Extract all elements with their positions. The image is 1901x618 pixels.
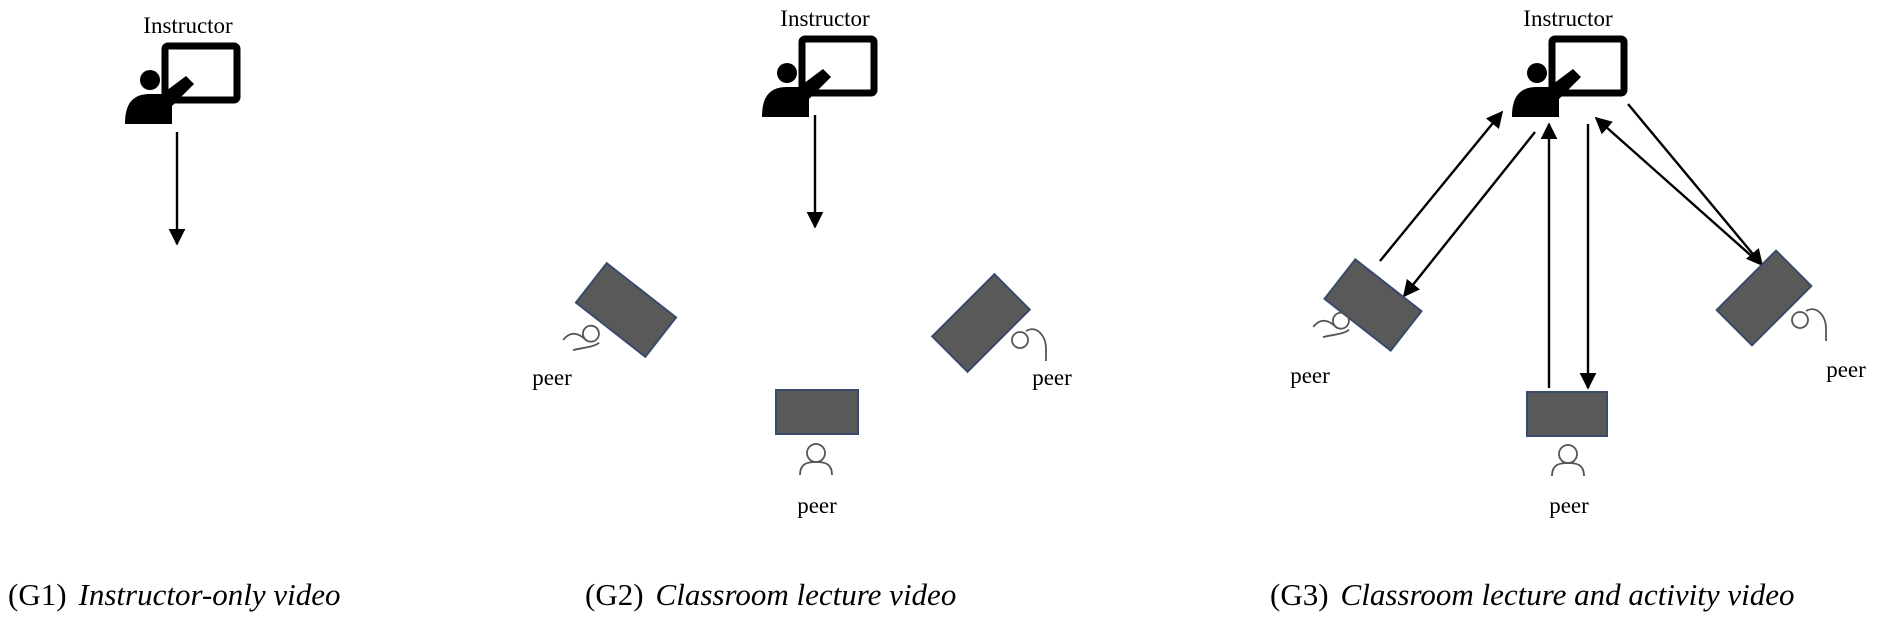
peer-person-icon [1312,311,1350,339]
arrow-to-peer [1627,103,1764,267]
peer-person-icon [1011,328,1047,361]
instructor-label: Instructor [143,13,233,38]
peer-label: peer [1032,365,1072,390]
caption-title: Instructor-only video [78,577,341,612]
desk-icon [930,272,1032,374]
arrow-to-instructor [1594,116,1757,261]
caption-prefix: (G1) [8,577,67,612]
caption-prefix: (G3) [1270,577,1329,612]
peer-label: peer [1290,363,1330,388]
caption-g2: (G2) Classroom lecture video [585,577,956,612]
peer-person-icon [562,324,600,352]
desk-icon [1323,258,1423,352]
panel-g1: Instructor [125,13,237,246]
desk-icon [574,261,678,359]
desk-icon [1715,249,1813,347]
caption-title: Classroom lecture video [656,577,957,612]
arrow-to-peer [1402,131,1536,298]
peer-person-icon [1791,308,1827,341]
caption-g3: (G3) Classroom lecture and activity video [1270,577,1795,612]
desk-icon [775,389,859,435]
instructor-label: Instructor [1523,6,1613,31]
panel-g3: Instructor peer peer peer [1290,6,1866,518]
peer-label: peer [1549,493,1589,518]
instructor-board-icon [1512,39,1624,117]
caption-prefix: (G2) [585,577,644,612]
instructor-board-icon [125,46,237,124]
panel-g2: Instructor peer peer peer [532,6,1072,518]
peer-person-icon [1551,444,1585,477]
peer-label: peer [1826,357,1866,382]
caption-g1: (G1) Instructor-only video [8,577,341,612]
peer-person-icon [799,443,833,476]
instructor-label: Instructor [780,6,870,31]
arrow-to-instructor [1379,110,1504,262]
desk-icon [1526,391,1608,437]
instructor-board-icon [762,39,874,117]
peer-label: peer [797,493,837,518]
peer-label: peer [532,365,572,390]
caption-title: Classroom lecture and activity video [1341,577,1795,612]
